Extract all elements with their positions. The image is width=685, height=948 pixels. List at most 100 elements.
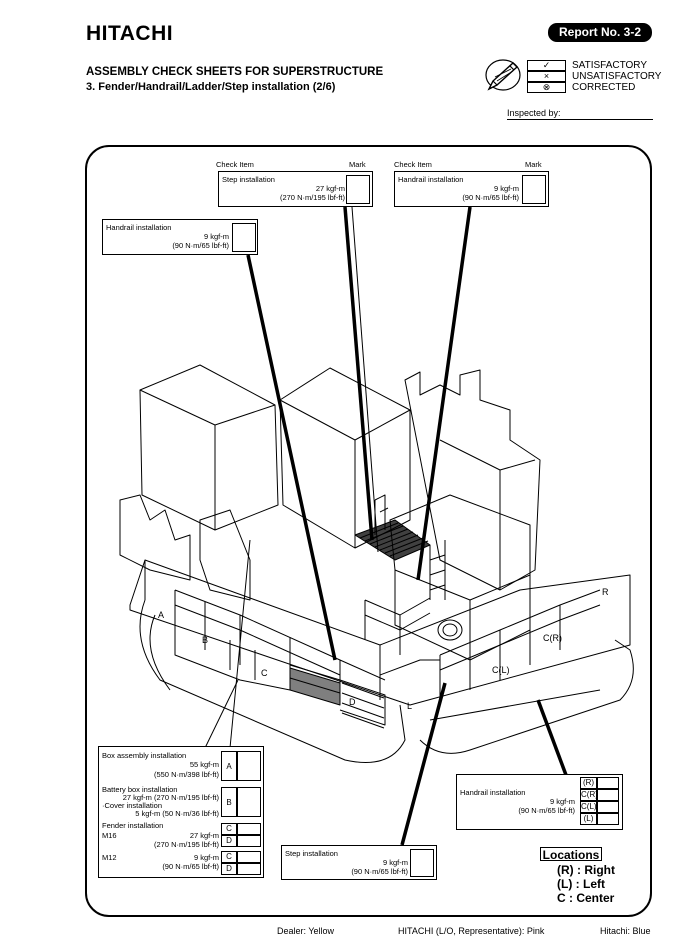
m16-torque: 27 kgf-m	[189, 831, 219, 840]
legend-corrected: ⊗ CORRECTED	[527, 82, 635, 93]
code-cell-b: B	[221, 787, 237, 817]
location-right: (R) : Right	[557, 863, 615, 877]
code-cell-cr: C(R)	[580, 789, 598, 801]
torque-si: (90 N·m/65 lbf-ft)	[351, 867, 408, 876]
code-cell-c-m12: C	[221, 851, 237, 863]
mark-box-a[interactable]	[237, 751, 261, 781]
code-cell-a: A	[221, 751, 237, 781]
pencil-icon	[485, 59, 521, 91]
mark-header: Mark	[349, 160, 366, 169]
footer-dealer: Dealer: Yellow	[277, 926, 335, 936]
battery-torque: 27 kgf-m (270 N·m/195 lbf-ft)	[122, 793, 219, 802]
cover-torque: 5 kgf-m (50 N·m/36 lbf-ft)	[135, 809, 219, 818]
m16-label: M16	[102, 831, 117, 840]
torque-si: (270 N·m/195 lbf-ft)	[279, 193, 345, 202]
code-cell-d-m12: D	[221, 863, 237, 875]
torque-value: 55 kgf-m	[189, 760, 219, 769]
location-code: C :	[557, 891, 573, 905]
torque-value: 9 kgf-m	[549, 797, 575, 806]
inspected-by-field[interactable]: Inspected by:	[507, 108, 653, 120]
item-name: Handrail installation	[398, 175, 464, 184]
page-subtitle: 3. Fender/Handrail/Ladder/Step installat…	[86, 81, 336, 93]
zone-label-l: L	[407, 701, 413, 711]
mark-box-b[interactable]	[237, 787, 261, 817]
mark-box[interactable]	[232, 223, 256, 252]
torque-value: 9 kgf-m	[493, 184, 519, 193]
step-installation-checkbox-bottom: Step installation 9 kgf-m (90 N·m/65 lbf…	[281, 845, 437, 880]
location-center: C : Center	[557, 891, 614, 905]
legend-label: UNSATISFACTORY	[572, 71, 662, 82]
zone-label-cr: C(R)	[543, 633, 562, 643]
location-code: (L) :	[557, 877, 580, 891]
torque-si: (90 N·m/65 lbf-ft)	[172, 241, 229, 250]
torque-value: 9 kgf-m	[382, 858, 408, 867]
legend-unsatisfactory: × UNSATISFACTORY	[527, 71, 661, 82]
handrail-installation-checkbox-left: Handrail installation 9 kgf-m (90 N·m/65…	[102, 219, 258, 255]
legend-label: SATISFACTORY	[572, 60, 648, 71]
mark-box-d-m16[interactable]	[237, 835, 261, 847]
m12-torque: 9 kgf-m	[193, 853, 219, 862]
legend-symbol: ✓	[527, 60, 566, 71]
legend-satisfactory: ✓ SATISFACTORY	[527, 60, 647, 71]
location-label: Center	[576, 891, 615, 905]
location-label: Left	[583, 877, 605, 891]
item-name: Handrail installation	[460, 788, 526, 797]
footer-hitachi-lo: HITACHI (L/O, Representative): Pink	[398, 926, 545, 936]
item-name: Step installation	[285, 849, 338, 858]
mark-box-r[interactable]	[597, 777, 619, 789]
item-name: Box assembly installation	[102, 751, 187, 760]
code-cell-l: (L)	[580, 813, 597, 825]
mark-box-l[interactable]	[597, 813, 619, 825]
code-cell-cl: C(L)	[580, 801, 597, 813]
fender-name: Fender installation	[102, 821, 164, 830]
mark-box-cr[interactable]	[597, 789, 619, 801]
report-number-badge: Report No. 3-2	[548, 23, 652, 42]
zone-label-r: R	[602, 587, 609, 597]
check-item-header: Check Item	[394, 160, 432, 169]
zone-label-cl: C(L)	[492, 665, 510, 675]
code-cell-d-m16: D	[221, 835, 237, 847]
m12-torque-si: (90 N·m/65 lbf-ft)	[162, 862, 219, 871]
legend-symbol: ×	[527, 71, 566, 82]
torque-si: (90 N·m/65 lbf-ft)	[462, 193, 519, 202]
mark-box-c-m12[interactable]	[237, 851, 261, 863]
zone-label-d: D	[349, 697, 356, 707]
mark-box[interactable]	[522, 175, 546, 204]
mark-box-d-m12[interactable]	[237, 863, 261, 875]
location-label: Right	[584, 863, 615, 877]
location-left: (L) : Left	[557, 877, 605, 891]
zone-label-c: C	[261, 668, 268, 678]
handrail-installation-checkbox-top: Handrail installation 9 kgf-m (90 N·m/65…	[394, 171, 549, 207]
legend-symbol: ⊗	[527, 82, 566, 93]
page-title: ASSEMBLY CHECK SHEETS FOR SUPERSTRUCTURE	[86, 66, 384, 78]
mark-box[interactable]	[410, 849, 434, 877]
torque-si: (90 N·m/65 lbf-ft)	[518, 806, 575, 815]
mark-box-cl[interactable]	[597, 801, 619, 813]
torque-si: (550 N·m/398 lbf-ft)	[153, 770, 219, 779]
code-cell-r: (R)	[580, 777, 597, 789]
torque-value: 27 kgf-m	[315, 184, 345, 193]
mark-header: Mark	[525, 160, 542, 169]
torque-value: 9 kgf-m	[203, 232, 229, 241]
check-item-header: Check Item	[216, 160, 254, 169]
mark-box[interactable]	[346, 175, 370, 204]
zone-label-b: B	[202, 635, 209, 645]
item-name: Step installation	[222, 175, 275, 184]
item-name: Handrail installation	[106, 223, 172, 232]
locations-title: Locations	[540, 847, 602, 862]
legend-label: CORRECTED	[572, 82, 636, 93]
handrail-installation-checkbox-right: Handrail installation 9 kgf-m (90 N·m/65…	[456, 774, 623, 830]
cover-name: ·Cover installation	[102, 801, 163, 810]
m16-torque-si: (270 N·m/195 lbf-ft)	[153, 840, 219, 849]
drawing-frame	[85, 145, 652, 917]
battery-box-name: Battery box installation	[102, 785, 178, 794]
hitachi-logo: HITACHI	[86, 22, 174, 45]
location-code: (R) :	[557, 863, 581, 877]
mark-box-c-m16[interactable]	[237, 823, 261, 835]
footer-hitachi: Hitachi: Blue	[600, 926, 651, 936]
box-assembly-checkbox: Box assembly installation 55 kgf-m (550 …	[98, 746, 264, 878]
step-installation-checkbox-top: Step installation 27 kgf-m (270 N·m/195 …	[218, 171, 373, 207]
zone-label-a: A	[158, 610, 165, 620]
code-cell-c-m16: C	[221, 823, 237, 835]
